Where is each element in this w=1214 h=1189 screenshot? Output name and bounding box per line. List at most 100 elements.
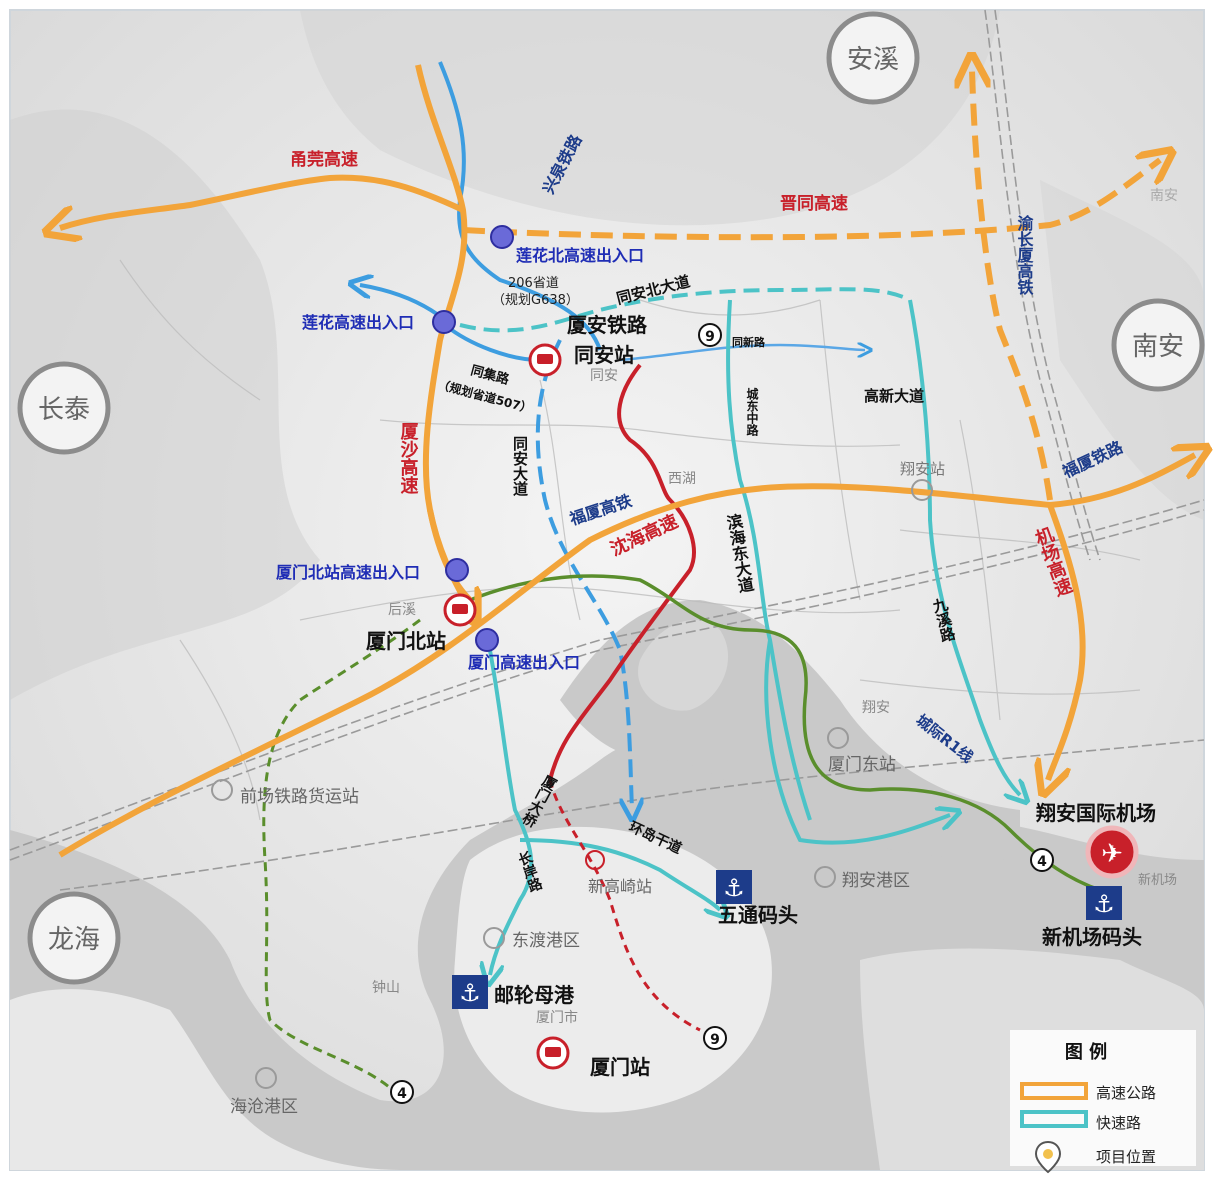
line-badge-4-west-label: 4 xyxy=(397,1086,407,1102)
label-town-nanan-small: 南安 xyxy=(1150,188,1178,204)
line4-west-dashed xyxy=(262,618,421,1094)
line-badge-4-east: 4 xyxy=(1030,848,1054,872)
station-icon-qianchang xyxy=(211,779,233,801)
xiaren-bridge-line xyxy=(548,363,696,781)
label-station-qianchang: 前场铁路货运站 xyxy=(240,787,359,807)
port-icon-haicang xyxy=(255,1067,277,1089)
legend: 图 例 高速公路 快速路 项目位置 xyxy=(1010,1030,1196,1174)
legend-label-project-location: 项目位置 xyxy=(1096,1148,1156,1166)
mountain-shade-north xyxy=(300,10,1000,226)
label-town-xihu: 西湖 xyxy=(668,471,696,487)
label-station-xiangan: 翔安站 xyxy=(900,460,945,478)
label-town-xiamenshi: 厦门市 xyxy=(536,1009,578,1026)
chengji-r1-line xyxy=(469,574,1101,892)
exit-marker-lianhua-north xyxy=(490,225,514,249)
rail-station-icon-tongan xyxy=(528,343,562,377)
label-exit-xiamen-north: 厦门北站高速出入口 xyxy=(276,563,420,582)
line-badge-9-south-label: 9 xyxy=(710,1032,720,1048)
label-town-houxi: 后溪 xyxy=(388,602,416,618)
lagoon-area xyxy=(638,620,729,711)
label-s206-plan: （规划G638） xyxy=(492,293,579,308)
jintong-expressway xyxy=(462,160,1160,241)
line-badge-4-west: 4 xyxy=(390,1080,414,1104)
label-town-tongan: 同安 xyxy=(590,368,618,384)
line-badge-4-east-label: 4 xyxy=(1037,854,1047,870)
exit-marker-xiamen-north xyxy=(445,558,469,582)
port-badge-new-airport: ⚓ xyxy=(1086,886,1122,920)
label-tongan-avenue: 同安大道 xyxy=(511,436,529,496)
legend-swatch-expressway xyxy=(1020,1082,1088,1100)
anchor-icon: ⚓ xyxy=(1093,890,1115,918)
jiuxi-road-line xyxy=(908,299,1020,795)
yuchangxia-hsr-dashed xyxy=(972,70,1053,501)
label-station-xiamen: 厦门站 xyxy=(590,1055,650,1079)
plane-icon: ✈ xyxy=(1101,839,1123,869)
city-circle-nanan: 南安 xyxy=(1111,298,1205,392)
label-xiasha-expressway-text: 厦沙高速 xyxy=(398,422,419,495)
airport-expressway xyxy=(1048,503,1086,780)
mountain-shade-west xyxy=(10,109,320,701)
railway-lines xyxy=(9,9,1205,891)
label-port-youlun: 邮轮母港 xyxy=(494,983,575,1007)
label-town-xiangan: 翔安 xyxy=(862,700,890,716)
label-xiaan-railway: 厦安铁路 xyxy=(567,313,648,337)
legend-swatch-fast-road xyxy=(1020,1110,1088,1128)
yongguan-expressway xyxy=(60,174,465,228)
city-label-anxi: 安溪 xyxy=(847,45,899,75)
station-icon-xiamen-east xyxy=(827,727,849,749)
city-label-longhai: 龙海 xyxy=(48,925,100,955)
label-port-xiangan: 翔安港区 xyxy=(842,871,910,891)
label-exit-lianhua-north: 莲花北高速出入口 xyxy=(516,246,644,265)
chengdong-road-line xyxy=(726,299,812,821)
label-airport: 翔安国际机场 xyxy=(1035,801,1156,825)
port-badge-youlun: ⚓ xyxy=(452,975,488,1009)
city-circle-longhai: 龙海 xyxy=(27,891,121,985)
label-station-tongan: 同安站 xyxy=(574,343,634,367)
anchor-icon: ⚓ xyxy=(723,874,745,902)
tongxin-road-line xyxy=(619,345,865,362)
port-badge-wutong: ⚓ xyxy=(716,870,752,904)
label-exit-xiamen: 厦门高速出入口 xyxy=(468,653,580,672)
city-label-changtai: 长泰 xyxy=(38,395,90,425)
xiamen-island xyxy=(454,826,772,1113)
tongan-avenue-line xyxy=(535,339,632,810)
label-station-xiamen-north: 厦门北站 xyxy=(366,629,446,653)
airport-icon: ✈ xyxy=(1085,825,1139,879)
label-port-new-airport: 新机场码头 xyxy=(1042,925,1142,949)
legend-label-fast-road: 快速路 xyxy=(1096,1114,1141,1132)
label-yuchangxia-hsr: 渝长厦高铁 xyxy=(1015,214,1034,296)
label-s206: 206省道 xyxy=(508,276,559,291)
label-tongxin-road: 同新路 xyxy=(732,335,766,349)
label-gaoxin-avenue: 高新大道 xyxy=(864,387,924,405)
city-circle-anxi: 安溪 xyxy=(826,11,920,105)
rail-station-icon-xiamen xyxy=(536,1036,570,1070)
legend-label-expressway: 高速公路 xyxy=(1096,1084,1156,1102)
label-exit-lianhua: 莲花高速出入口 xyxy=(302,313,414,332)
label-station-xiamen-east: 厦门东站 xyxy=(828,755,896,775)
line-badge-9-south: 9 xyxy=(703,1026,727,1050)
label-port-wutong: 五通码头 xyxy=(718,903,798,927)
exit-marker-lianhua xyxy=(432,310,456,334)
location-pin-icon xyxy=(1034,1140,1062,1174)
label-town-xinjichang: 新机场 xyxy=(1138,872,1177,888)
label-port-haicang: 海沧港区 xyxy=(230,1097,298,1117)
city-label-nanan: 南安 xyxy=(1132,332,1184,362)
label-jintong-expressway: 晋同高速 xyxy=(780,193,848,214)
label-town-zhongshan: 钟山 xyxy=(372,979,400,996)
station-icon-xingaoqi xyxy=(585,850,605,870)
huandao-road-line xyxy=(519,838,720,910)
line-badge-9-north-label: 9 xyxy=(705,329,715,345)
anchor-icon: ⚓ xyxy=(459,979,481,1007)
city-circle-changtai: 长泰 xyxy=(17,361,111,455)
label-port-dongdu: 东渡港区 xyxy=(512,931,580,951)
port-icon-xiangan xyxy=(814,866,836,888)
port-icon-dongdu xyxy=(483,927,505,949)
station-icon-xiangan xyxy=(911,479,933,501)
exit-marker-xiamen xyxy=(475,628,499,652)
label-yongguan-expressway: 甬莞高速 xyxy=(290,149,358,170)
tongan-north-avenue-line xyxy=(459,287,911,333)
binhai-east-avenue-line xyxy=(764,639,950,845)
shenhai-expressway xyxy=(58,455,1195,858)
label-xiasha-vertical: 厦沙高速 xyxy=(398,422,419,495)
